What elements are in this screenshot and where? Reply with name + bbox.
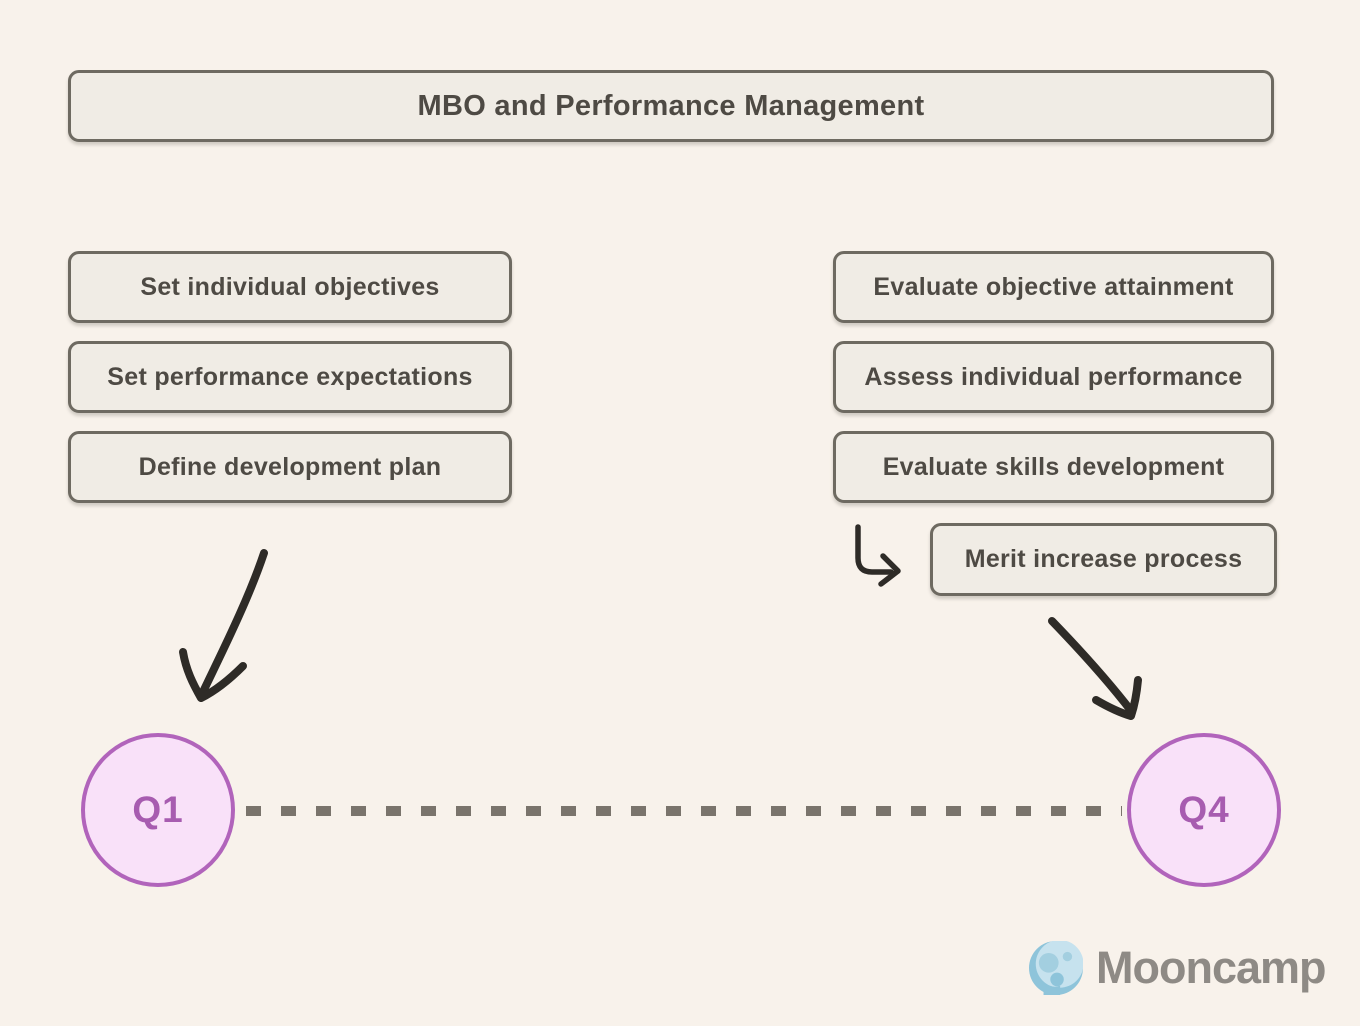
box-label: Evaluate skills development	[882, 452, 1225, 481]
arrow-to-q1-icon	[179, 549, 268, 702]
box-label: Merit increase process	[964, 545, 1243, 573]
arrow-to-q4-icon	[1048, 617, 1142, 720]
box-set-performance-expectations: Set performance expectations	[68, 341, 512, 413]
box-merit-increase-process: Merit increase process	[930, 523, 1277, 596]
box-label: Evaluate objective attainment	[873, 272, 1234, 301]
box-label: Set performance expectations	[107, 362, 473, 391]
box-define-development-plan: Define development plan	[68, 431, 512, 503]
timeline-start-circle: Q1	[81, 733, 235, 887]
timeline-end-circle: Q4	[1127, 733, 1281, 887]
box-evaluate-skills-development: Evaluate skills development	[833, 431, 1274, 503]
timeline-end-label: Q4	[1178, 789, 1230, 830]
title-box: MBO and Performance Management	[68, 70, 1274, 142]
title-label: MBO and Performance Management	[417, 89, 925, 122]
box-assess-individual-performance: Assess individual performance	[833, 341, 1274, 413]
moon-icon	[1029, 941, 1083, 995]
box-label: Assess individual performance	[864, 362, 1243, 391]
box-set-individual-objectives: Set individual objectives	[68, 251, 512, 323]
timeline-start-label: Q1	[132, 789, 184, 830]
box-label: Set individual objectives	[140, 272, 440, 301]
box-evaluate-objective-attainment: Evaluate objective attainment	[833, 251, 1274, 323]
merit-branch-arrow-icon	[855, 524, 901, 587]
brand-name: Mooncamp	[1096, 942, 1327, 993]
brand-logo: Mooncamp	[1029, 941, 1327, 995]
box-label: Define development plan	[138, 452, 442, 481]
